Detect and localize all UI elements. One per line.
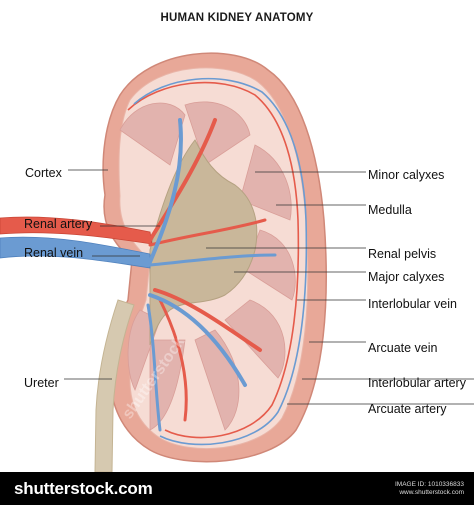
footer-bar: shutterstock.com IMAGE ID: 1010336833 ww… — [0, 472, 474, 505]
label-arcuate-vein: Arcuate vein — [368, 341, 438, 355]
label-major-calyxes: Major calyxes — [368, 270, 445, 284]
kidney-diagram: shutterstock — [0, 52, 474, 472]
ureter — [94, 299, 135, 472]
brand-suffix: .com — [113, 479, 153, 498]
brand-name: shutterstock — [14, 479, 114, 498]
interlobar-vessels — [146, 118, 277, 432]
label-interlobular-vein: Interlobular vein — [368, 297, 457, 311]
brand-logo[interactable]: shutterstock.com — [14, 479, 153, 499]
label-minor-calyxes: Minor calyxes — [368, 168, 445, 182]
image-id: IMAGE ID: 1010336833 — [394, 481, 464, 488]
label-interlobular-artery: Interlobular artery — [368, 376, 466, 390]
label-renal-pelvis: Renal pelvis — [368, 247, 437, 261]
site-url: www.shutterstock.com — [399, 489, 464, 496]
label-cortex: Cortex — [25, 166, 62, 180]
arcuate-vessels — [127, 77, 308, 446]
diagram-title: HUMAN KIDNEY ANATOMY — [160, 12, 314, 24]
renal-vein — [0, 236, 151, 269]
label-ureter: Ureter — [24, 376, 59, 390]
label-arcuate-artery: Arcuate artery — [368, 402, 447, 416]
label-renal-artery: Renal artery — [24, 217, 93, 231]
medulla-pyramids — [119, 101, 296, 431]
image-id-block: IMAGE ID: 1010336833 www.shutterstock.co… — [395, 481, 464, 497]
renal-pelvis — [149, 139, 258, 346]
label-medulla: Medulla — [368, 203, 412, 217]
label-leader-lines — [64, 169, 474, 405]
label-renal-vein: Renal vein — [24, 246, 84, 260]
